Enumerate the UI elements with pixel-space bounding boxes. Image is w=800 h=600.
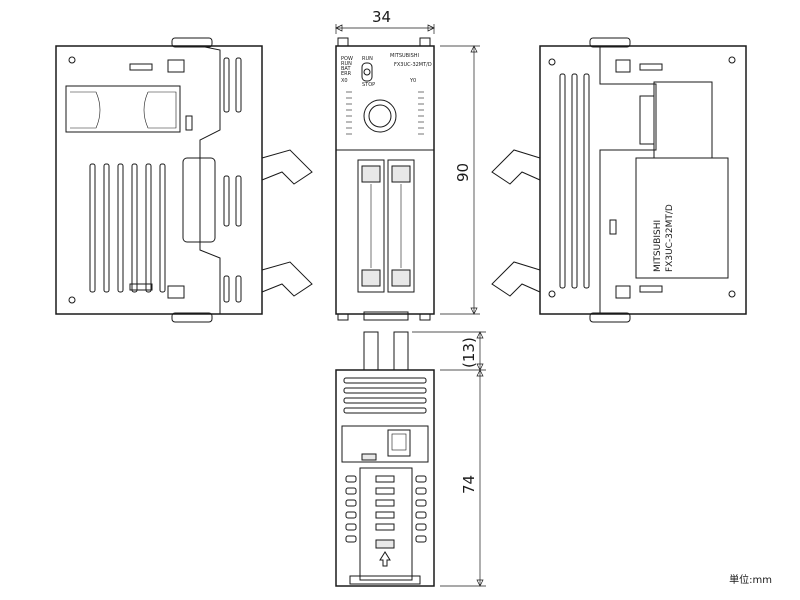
left-rail-slots [223,57,242,303]
front-run-label: RUN [362,56,373,62]
front-bottom-latch [363,311,409,321]
right-bottom-mark [639,285,663,293]
right-vent-slots [559,73,590,289]
front-output-marker: Y0 [409,78,416,84]
right-bottom-tab [615,285,631,299]
bottom-outline [335,369,435,587]
left-bottom-clip [171,312,213,323]
right-din-hook-upper [491,149,541,185]
unit-note: 単位:mm [729,575,772,586]
bottom-rj-port-inner [391,433,407,451]
bottom-view [335,331,435,587]
right-small-slot [609,219,617,235]
left-small-slot [185,115,193,131]
left-battery-detail [70,91,177,129]
right-screw-top [728,56,736,64]
bottom-rj-port[interactable] [387,429,411,457]
bottom-plug-left [363,331,379,371]
depth-dimension: 74 [440,369,486,587]
right-side-view: MITSUBISHI FX3UC-32MT/D [491,37,747,323]
right-bottom-clip [589,312,631,323]
right-connector-block [653,81,713,159]
bottom-latch-bar [349,575,421,585]
left-battery-cover [65,85,181,133]
svg-text:BAT: BAT [341,66,351,72]
front-connector-left-top-latch [361,165,381,183]
front-brand-text: MITSUBISHI [390,53,419,59]
svg-text:ERR: ERR [341,71,352,77]
svg-text:RUN: RUN [341,61,352,67]
left-din-hook-upper [261,149,313,185]
front-io-led-marks [346,91,424,135]
front-top-tab-left [337,37,349,47]
right-connector-tab [639,95,655,145]
left-bottom-mark [129,283,153,291]
right-top-clip [589,37,631,48]
left-bottom-tab [167,285,185,299]
bottom-terminal-block [359,467,413,581]
right-side-label-plate [635,157,729,279]
front-connector-right-top-latch [391,165,411,183]
width-dimension: 34 [335,8,435,34]
right-side-label-model: FX3UC-32MT/D [665,204,675,272]
right-top-tab [615,59,631,73]
bottom-port-area [341,425,429,463]
bottom-terminal-slots [345,475,427,549]
right-side-label-brand: MITSUBISHI [653,220,663,272]
front-bottom-tab-right [419,313,431,321]
front-bottom-tab-left [337,313,349,321]
left-side-view [55,37,313,323]
bottom-led-window [361,453,377,461]
right-rail-profile [599,46,657,314]
front-outline [335,45,435,315]
height-dimension: 90 [440,45,480,315]
left-top-clip [171,37,213,48]
connector-dimension: (13) [412,331,486,371]
bottom-arrow-icon [379,551,391,567]
front-stop-label: STOP [362,82,375,88]
left-top-mark [129,63,153,71]
front-view: MITSUBISHI FX3UC-32MT/D POW RUN BAT ERR … [335,37,435,321]
bottom-plug-right [393,331,409,371]
right-screw-bottom-left [548,290,556,298]
left-screw-top [68,56,76,64]
front-connector-left [357,159,385,293]
front-connector-left-bottom-latch [361,269,381,287]
front-peripheral-port[interactable] [368,104,392,128]
run-stop-switch[interactable] [361,62,373,82]
right-side-outline [539,45,747,315]
left-screw-bottom [68,296,76,304]
left-din-hook-lower [261,261,313,297]
connector-dimension-label: (13) [460,337,478,368]
front-model-text: FX3UC-32MT/D [394,62,432,68]
bottom-top-slots [343,377,427,414]
height-dimension-label: 90 [454,163,472,182]
run-stop-knob [363,68,371,76]
front-input-marker: X0 [341,78,348,84]
front-port-ring [363,99,397,133]
front-connector-right [387,159,415,293]
right-screw-top-left [548,58,556,66]
left-rail-profile [199,45,221,314]
left-label-recess [182,157,216,243]
front-top-tab-right [419,37,431,47]
right-screw-bottom [728,290,736,298]
width-dimension-label: 34 [372,8,391,26]
right-din-hook-lower [491,261,541,297]
front-led-labels: POW RUN BAT ERR [341,56,353,77]
depth-dimension-label: 74 [460,475,478,494]
right-top-mark [639,63,663,71]
front-connector-right-bottom-latch [391,269,411,287]
left-vent-slots [89,163,166,293]
left-top-tab [167,59,185,73]
svg-text:POW: POW [341,56,353,62]
